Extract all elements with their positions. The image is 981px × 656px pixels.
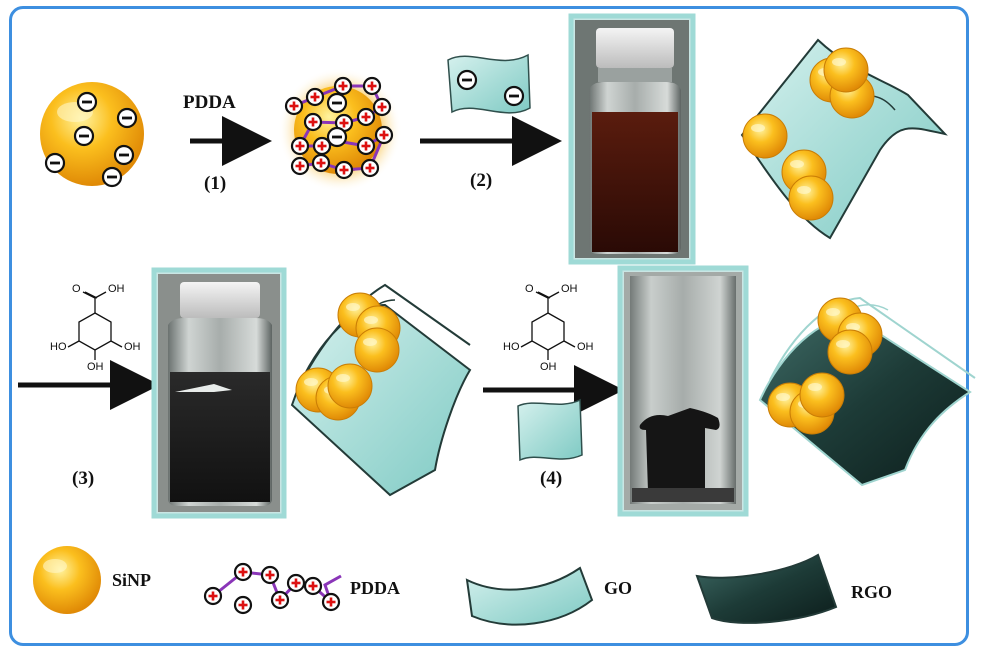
photo-vial-black (154, 270, 284, 516)
positive-charge-icon (205, 588, 221, 604)
positive-charge-icon (292, 158, 308, 174)
negative-charge-icon (46, 154, 64, 172)
positive-charge-icon (305, 114, 321, 130)
sinp-negative-particle (40, 82, 144, 186)
gallic-bottom-oh-label-1: OH (87, 361, 104, 373)
positive-charge-icon (376, 127, 392, 143)
positive-charge-icon (374, 99, 390, 115)
negative-charge-icon (458, 71, 476, 89)
gallic-right-oh-label-1: OH (124, 341, 141, 353)
legend-go-label: GO (604, 578, 632, 599)
negative-charge-icon (505, 87, 523, 105)
gallic-top-oh-label-2: OH (561, 283, 578, 295)
positive-charge-icon (272, 592, 288, 608)
positive-charge-icon (336, 162, 352, 178)
negative-charge-icon (328, 94, 346, 112)
sinp-pdda-particle (278, 68, 402, 192)
legend-sinp-sphere (33, 546, 101, 614)
gallic-left-ho-label-1: HO (50, 341, 67, 353)
step1-reagent-label: PDDA (183, 92, 236, 114)
step2-number-label: (2) (470, 170, 492, 192)
gallic-bottom-oh-label-2: OH (540, 361, 557, 373)
legend-sinp-label: SiNP (112, 570, 151, 591)
positive-charge-icon (262, 567, 278, 583)
gallic-acid-structure-1 (68, 292, 122, 360)
photo-vial-brown (571, 16, 693, 262)
gallic-carbonyl-label-1: O (72, 283, 81, 295)
positive-charge-icon (307, 89, 323, 105)
photo-vial-hydrogel (620, 268, 746, 514)
positive-charge-icon (358, 109, 374, 125)
positive-charge-icon (235, 597, 251, 613)
gallic-left-ho-label-2: HO (503, 341, 520, 353)
negative-charge-icon (78, 93, 96, 111)
positive-charge-icon (335, 78, 351, 94)
legend-go-sheet (467, 568, 592, 625)
step4-number-label: (4) (540, 468, 562, 490)
go-sheet-negative (448, 55, 530, 113)
positive-charge-icon (305, 578, 321, 594)
negative-charge-icon (328, 128, 346, 146)
step3-number-label: (3) (72, 468, 94, 490)
legend-pdda-label: PDDA (350, 578, 400, 599)
positive-charge-icon (364, 78, 380, 94)
negative-charge-icon (75, 127, 93, 145)
go-sheet-small (518, 400, 582, 460)
positive-charge-icon (323, 594, 339, 610)
gallic-top-oh-label-1: OH (108, 283, 125, 295)
gallic-right-oh-label-2: OH (577, 341, 594, 353)
positive-charge-icon (288, 575, 304, 591)
gallic-carbonyl-label-2: O (525, 283, 534, 295)
step1-number-label: (1) (204, 173, 226, 195)
positive-charge-icon (286, 98, 302, 114)
go-sheet-with-sinps (742, 40, 945, 238)
rgo-stacked-with-sinps (760, 298, 975, 485)
legend-rgo-label: RGO (851, 582, 892, 603)
positive-charge-icon (362, 160, 378, 176)
negative-charge-icon (103, 168, 121, 186)
positive-charge-icon (358, 138, 374, 154)
legend-rgo-sheet (697, 555, 836, 623)
negative-charge-icon (115, 146, 133, 164)
gallic-acid-structure-2 (521, 292, 575, 360)
positive-charge-icon (235, 564, 251, 580)
positive-charge-icon (292, 138, 308, 154)
go-stacked-with-sinps (292, 285, 470, 495)
negative-charge-icon (118, 109, 136, 127)
legend-pdda-chain (205, 564, 341, 613)
positive-charge-icon (313, 155, 329, 171)
